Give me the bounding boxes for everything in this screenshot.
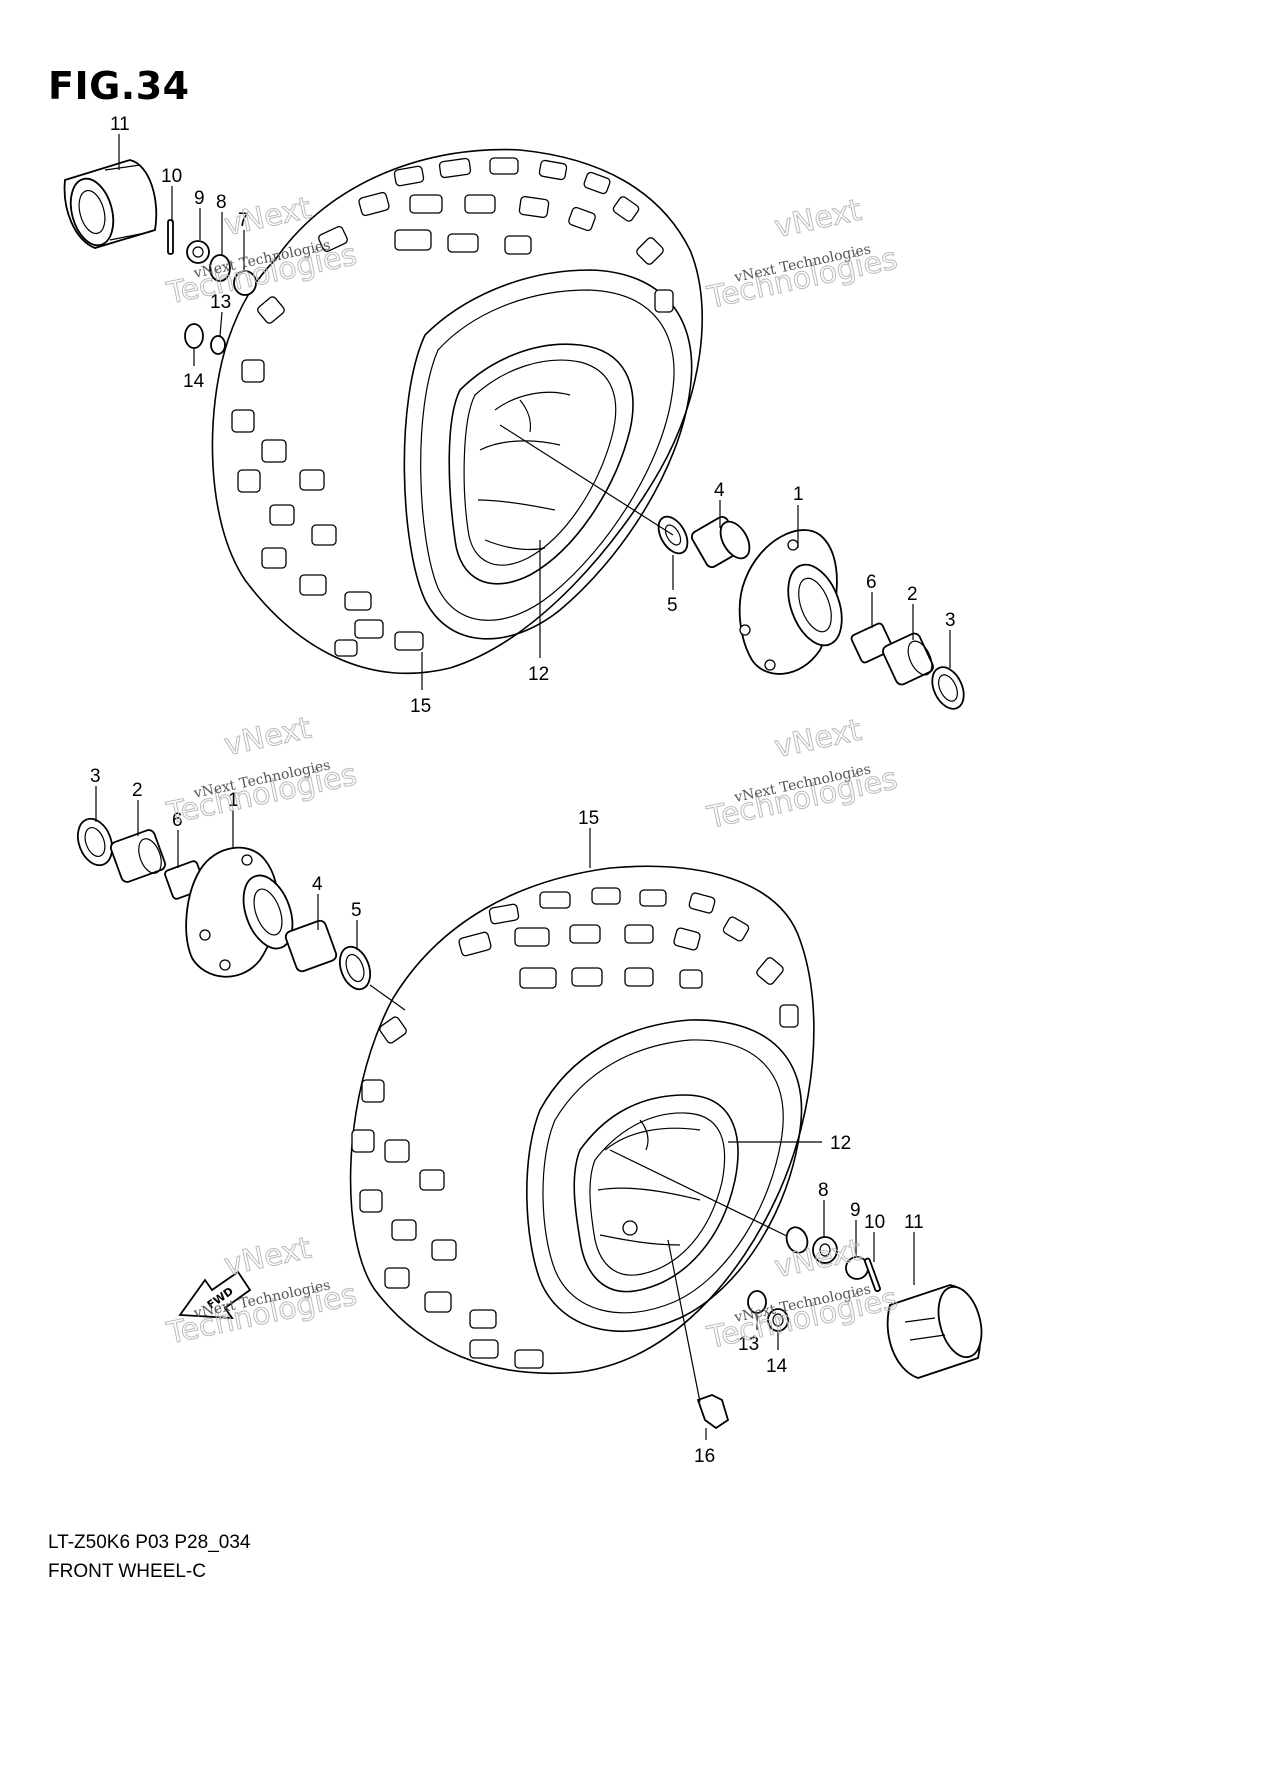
callout-lo-11: 11 [904,1212,924,1233]
watermark-mid-left: Technologies vNext Technologies vNext [163,710,361,832]
watermark-bottom-left: Technologies vNext Technologies vNext [163,1230,361,1352]
callout-up-4: 4 [714,480,725,501]
callout-lo-12: 12 [830,1133,851,1154]
watermark-brand-text: vNext [221,191,314,244]
upper-wheel-assembly: 11 10 9 8 7 13 14 4 1 5 6 2 3 1 [63,114,965,717]
lower-hub-parts [76,817,406,1011]
upper-tread-lugs [231,157,674,657]
callout-lo-5: 5 [351,900,362,921]
callout-up-5: 5 [667,595,678,616]
callout-lo-8: 8 [818,1180,829,1201]
lower-tread-lugs [351,887,799,1369]
callout-lo-10: 10 [864,1212,885,1233]
watermark-mid-right: Technologies vNext Technologies vNext [703,712,901,836]
callout-lo-13: 13 [738,1334,759,1355]
callout-up-13: 13 [210,292,231,313]
callout-up-1: 1 [793,484,804,505]
callout-lo-1: 1 [228,790,239,811]
lower-wheel-assembly: FWD 3 2 6 1 4 5 15 12 8 9 10 [76,766,983,1467]
watermark-top-right: Technologies vNext Technologies vNext [703,192,901,316]
callout-up-15: 15 [410,696,431,717]
figure-title: FIG.34 [48,64,190,108]
callout-up-7: 7 [238,210,249,231]
watermark-brand-text: vNext [771,713,864,766]
lower-callouts: 3 2 6 1 4 5 15 12 8 9 10 11 13 [90,766,924,1467]
callout-lo-3: 3 [90,766,101,787]
model-code: LT-Z50K6 P03 P28_034 [48,1532,251,1553]
section-name: FRONT WHEEL-C [48,1561,206,1582]
callout-up-8: 8 [216,192,227,213]
callout-up-14: 14 [183,371,205,392]
callout-lo-4: 4 [312,874,323,895]
callout-lo-15: 15 [578,808,599,829]
watermark-brand-text: vNext [221,711,314,764]
lower-tire [349,865,815,1375]
upper-cap-parts [63,159,257,355]
upper-tire [211,148,703,674]
watermark-bottom-right: Technologies vNext Technologies vNext [703,1232,901,1356]
watermark-top-left: Technologies vNext Technologies vNext [163,190,361,312]
callout-lo-2: 2 [132,780,143,801]
callout-up-10: 10 [161,166,182,187]
callout-up-11: 11 [110,114,130,135]
callout-lo-9: 9 [850,1200,861,1221]
callout-up-12: 12 [528,664,549,685]
lower-cap-parts [609,1149,983,1430]
upper-callouts: 11 10 9 8 7 13 14 4 1 5 6 2 3 1 [110,114,956,717]
upper-hub-parts [499,424,965,710]
callout-lo-14: 14 [766,1356,788,1377]
callout-up-9: 9 [194,188,205,209]
watermark-brand-text: vNext [771,193,864,246]
callout-up-3: 3 [945,610,956,631]
callout-lo-16: 16 [694,1446,715,1467]
callout-up-6: 6 [866,572,877,593]
callout-up-2: 2 [907,584,918,605]
watermark-brand-text: vNext [221,1231,314,1284]
callout-lo-6: 6 [172,810,183,831]
